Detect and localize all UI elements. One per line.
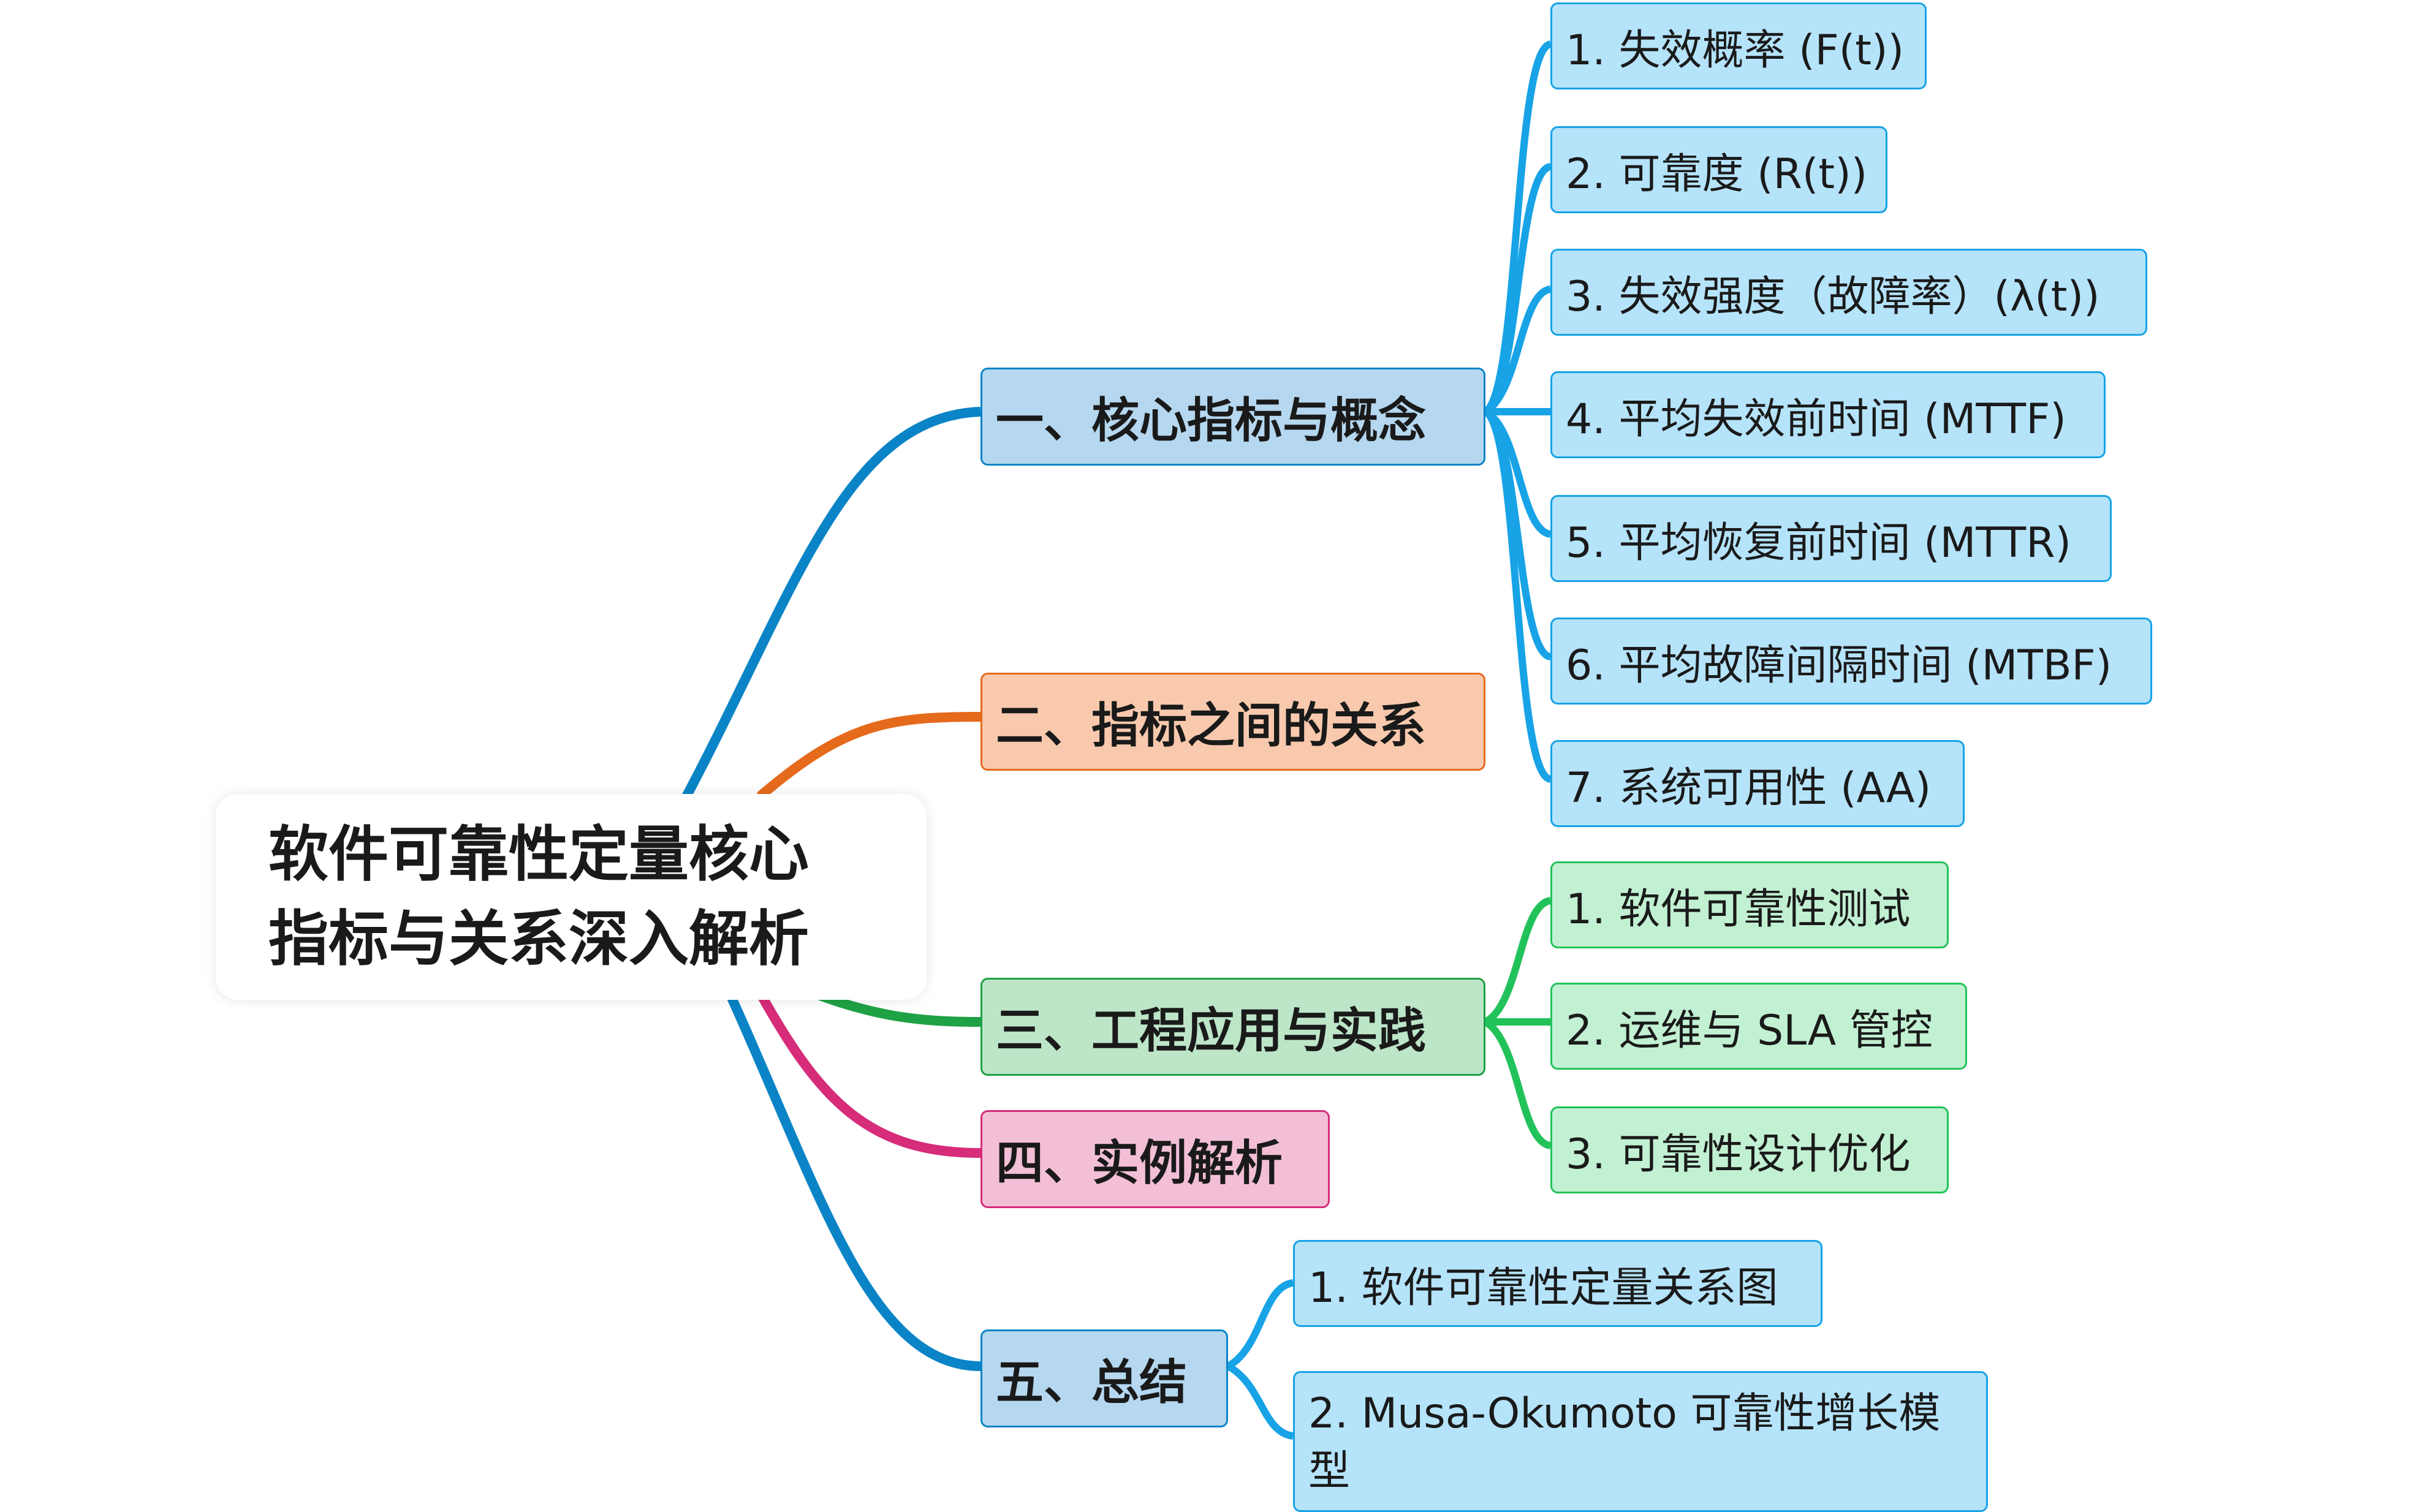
link-b1-c3 bbox=[1483, 285, 1552, 415]
link-root-branch-5 bbox=[724, 990, 981, 1371]
leaf-musa-okumoto-model[interactable]: 2. Musa-Okumoto 可靠性增长模型 bbox=[1293, 1371, 1988, 1512]
branch-1-label: 一、核心指标与概念 bbox=[996, 393, 1427, 448]
link-root-branch-2 bbox=[756, 712, 981, 801]
leaf-label: 2. 可靠度 (R(t)) bbox=[1566, 149, 1868, 198]
root-title-line-1: 软件可靠性定量核心 bbox=[268, 820, 810, 890]
leaf-label: 3. 可靠性设计优化 bbox=[1566, 1130, 1911, 1179]
branch-core-metrics[interactable]: 一、核心指标与概念 bbox=[980, 368, 1485, 466]
leaf-ops-sla[interactable]: 2. 运维与 SLA 管控 bbox=[1550, 983, 1967, 1070]
branch-1-child-links bbox=[1483, 40, 1552, 783]
branch-summary[interactable]: 五、总结 bbox=[980, 1329, 1228, 1427]
root-title-line-2: 指标与关系深入解析 bbox=[268, 904, 810, 974]
leaf-label: 2. 运维与 SLA 管控 bbox=[1566, 1006, 1933, 1055]
leaf-label: 4. 平均失效前时间 (MTTF) bbox=[1566, 395, 2066, 444]
link-b5-c1 bbox=[1226, 1279, 1294, 1370]
link-b3-c1 bbox=[1483, 897, 1552, 1026]
leaf-mtbf[interactable]: 6. 平均故障间隔时间 (MTBF) bbox=[1550, 618, 2152, 705]
leaf-quantitative-relation-map[interactable]: 1. 软件可靠性定量关系图 bbox=[1293, 1240, 1822, 1327]
leaf-reliability[interactable]: 2. 可靠度 (R(t)) bbox=[1550, 126, 1887, 213]
leaf-availability[interactable]: 7. 系统可用性 (AA) bbox=[1550, 740, 1965, 827]
leaf-label: 2. Musa-Okumoto 可靠性增长模型 bbox=[1308, 1389, 1941, 1495]
branch-5-label: 五、总结 bbox=[996, 1355, 1188, 1410]
root-topic[interactable]: 软件可靠性定量核心 指标与关系深入解析 bbox=[216, 794, 927, 1000]
leaf-design-optimization[interactable]: 3. 可靠性设计优化 bbox=[1550, 1106, 1949, 1193]
leaf-label: 6. 平均故障间隔时间 (MTBF) bbox=[1566, 641, 2112, 690]
leaf-label: 1. 失效概率 (F(t)) bbox=[1566, 26, 1905, 75]
branch-4-label: 四、实例解析 bbox=[996, 1136, 1283, 1191]
leaf-label: 3. 失效强度（故障率）(λ(t)) bbox=[1566, 272, 2100, 321]
leaf-failure-intensity[interactable]: 3. 失效强度（故障率）(λ(t)) bbox=[1550, 249, 2147, 336]
branch-3-child-links bbox=[1483, 897, 1552, 1149]
link-root-branch-1 bbox=[681, 407, 981, 799]
leaf-mttr[interactable]: 5. 平均恢复前时间 (MTTR) bbox=[1550, 495, 2112, 582]
leaf-label: 7. 系统可用性 (AA) bbox=[1566, 763, 1932, 812]
leaf-reliability-testing[interactable]: 1. 软件可靠性测试 bbox=[1550, 861, 1949, 948]
branch-metric-relations[interactable]: 二、指标之间的关系 bbox=[980, 673, 1485, 771]
leaf-label: 1. 软件可靠性定量关系图 bbox=[1308, 1263, 1778, 1312]
branch-2-label: 二、指标之间的关系 bbox=[996, 698, 1427, 754]
branch-case-analysis[interactable]: 四、实例解析 bbox=[980, 1110, 1330, 1208]
leaf-label: 5. 平均恢复前时间 (MTTR) bbox=[1566, 518, 2071, 567]
link-root-branch-4 bbox=[756, 990, 981, 1158]
link-b5-c2 bbox=[1226, 1363, 1294, 1440]
branch-3-label: 三、工程应用与实践 bbox=[996, 1004, 1427, 1059]
leaf-mttf[interactable]: 4. 平均失效前时间 (MTTF) bbox=[1550, 371, 2106, 458]
leaf-failure-probability[interactable]: 1. 失效概率 (F(t)) bbox=[1550, 2, 1927, 89]
link-b3-c3 bbox=[1483, 1018, 1552, 1149]
branch-5-child-links bbox=[1226, 1279, 1294, 1440]
leaf-label: 1. 软件可靠性测试 bbox=[1566, 885, 1911, 934]
branch-engineering-practice[interactable]: 三、工程应用与实践 bbox=[980, 978, 1485, 1076]
link-b1-c7 bbox=[1483, 408, 1552, 783]
